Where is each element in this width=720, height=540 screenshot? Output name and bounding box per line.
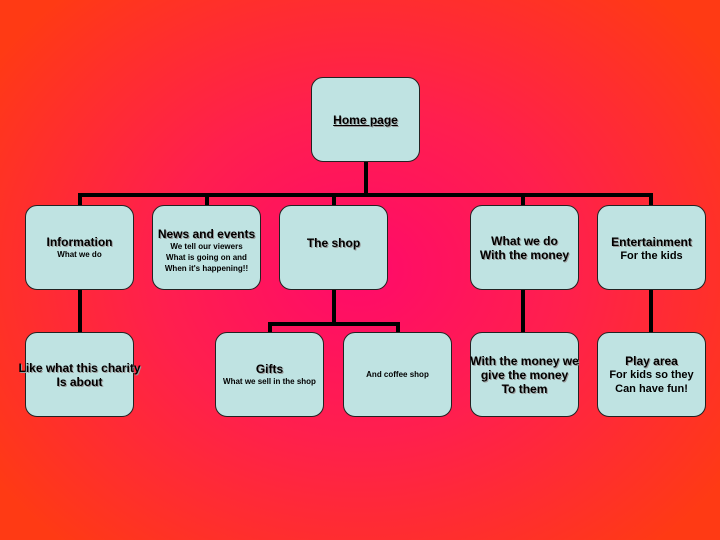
- connector-to-coffee: [396, 322, 400, 333]
- node-news-and-events: News and events We tell our viewers What…: [152, 205, 261, 290]
- node-title: News and events: [157, 227, 256, 241]
- node-the-shop: The shop: [279, 205, 388, 290]
- node-title: Information: [46, 235, 113, 249]
- node-play-area: Play area For kids so they Can have fun!: [597, 332, 706, 417]
- node-title: What we do: [491, 234, 558, 248]
- node-subtitle: For kids so they: [609, 368, 694, 381]
- connector-level1-bar: [78, 193, 653, 197]
- node-title: The shop: [306, 236, 361, 250]
- node-subtitle: Can have fun!: [615, 382, 688, 395]
- node-subtitle: And coffee shop: [366, 370, 429, 379]
- connector-shop-bar: [268, 322, 400, 326]
- node-coffee-shop: And coffee shop: [343, 332, 452, 417]
- connector-to-what-we-do: [521, 193, 525, 206]
- node-subtitle: give the money: [480, 367, 569, 382]
- node-entertainment: Entertainment For the kids: [597, 205, 706, 290]
- node-subtitle: What is going on and: [166, 253, 247, 262]
- node-title: With the money we: [470, 353, 579, 368]
- node-subtitle: With the money: [479, 248, 570, 262]
- node-gifts: Gifts What we sell in the shop: [215, 332, 324, 417]
- connector-to-information: [78, 193, 82, 206]
- connector-shop-down: [332, 289, 336, 324]
- node-subtitle: For the kids: [620, 250, 683, 262]
- node-title: Like what this charity: [18, 360, 141, 375]
- node-what-we-do: What we do With the money: [470, 205, 579, 290]
- connector-root-down: [364, 161, 368, 195]
- node-title: Entertainment: [611, 235, 692, 249]
- node-subtitle: We tell our viewers: [170, 242, 243, 251]
- node-title: Home page: [333, 112, 398, 127]
- node-subtitle: What we do: [57, 250, 102, 259]
- node-title: Play area: [625, 353, 678, 368]
- node-charity-about: Like what this charity Is about: [18, 332, 141, 417]
- node-title: Gifts: [255, 362, 284, 376]
- connector-to-gifts: [268, 322, 272, 333]
- connector-information-down: [78, 289, 82, 333]
- node-subtitle: What we sell in the shop: [223, 377, 316, 386]
- node-subtitle: To them: [501, 381, 548, 396]
- node-subtitle: When it's happening!!: [164, 264, 249, 273]
- connector-to-shop: [332, 193, 336, 206]
- connector-entertainment-down: [649, 289, 653, 333]
- node-home-page: Home page: [311, 77, 420, 162]
- connector-to-entertainment: [649, 193, 653, 206]
- node-information: Information What we do: [25, 205, 134, 290]
- node-money-give: With the money we give the money To them: [470, 332, 579, 417]
- connector-to-news: [205, 193, 209, 206]
- node-subtitle: Is about: [56, 374, 103, 389]
- connector-what-we-do-down: [521, 289, 525, 333]
